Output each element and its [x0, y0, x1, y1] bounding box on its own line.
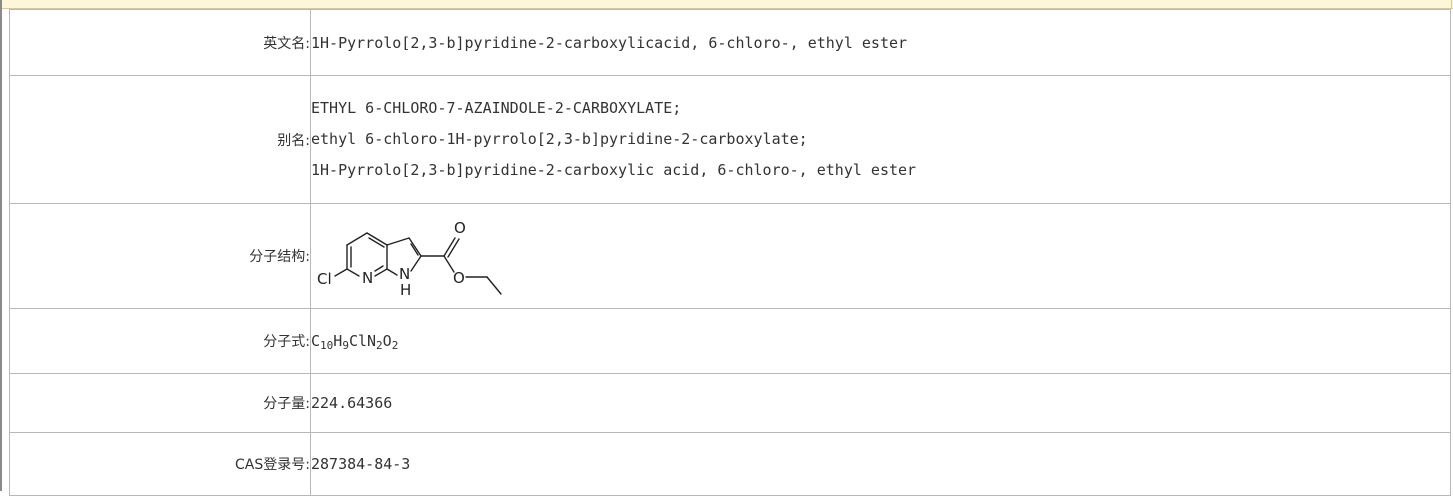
value-cas: 287384-84-3: [310, 432, 1451, 496]
value-formula: C10H9ClN2O2: [310, 308, 1451, 374]
bond: [386, 268, 398, 276]
bond: [486, 276, 502, 295]
value-structure: Cl N N H O O: [310, 203, 1451, 309]
bond-double-inner: [410, 243, 419, 256]
bond: [346, 232, 368, 246]
formula-element: H: [333, 332, 343, 350]
label-structure: 分子结构:: [9, 203, 311, 309]
left-border: [0, 0, 2, 491]
formula-subscript: 9: [342, 339, 349, 352]
bond-carbonyl: [443, 237, 456, 257]
label-formula: 分子式:: [9, 308, 311, 374]
value-aliases: ETHYL 6-CHLORO-7-AZAINDOLE-2-CARBOXYLATE…: [310, 75, 1451, 204]
bond: [374, 268, 388, 277]
label-aliases: 别名:: [9, 75, 311, 204]
value-english-name: 1H-Pyrrolo[2,3-b]pyridine-2-carboxylicac…: [310, 9, 1451, 76]
alias-item: ETHYL 6-CHLORO-7-AZAINDOLE-2-CARBOXYLATE…: [311, 99, 682, 117]
label-formula-text: 分子式:: [263, 334, 310, 350]
atom-n: N: [362, 269, 373, 287]
formula-element: ClN: [348, 332, 377, 350]
bond: [386, 237, 410, 246]
bond: [366, 232, 388, 246]
bond-double-inner: [368, 237, 385, 248]
section-header-band: [0, 0, 1453, 9]
atom-o-carbonyl: O: [454, 219, 466, 237]
label-molecular-weight-text: 分子量:: [263, 396, 310, 412]
label-cas: CAS登录号:: [9, 432, 311, 496]
row-cas: CAS登录号: 287384-84-3: [9, 432, 1451, 496]
compound-info-table: 英文名: 1H-Pyrrolo[2,3-b]pyridine-2-carboxy…: [9, 9, 1451, 496]
bond-double-inner: [374, 265, 384, 272]
row-aliases: 别名: ETHYL 6-CHLORO-7-AZAINDOLE-2-CARBOXY…: [9, 75, 1451, 204]
molecule-drawing: Cl N N H O O: [317, 219, 502, 299]
formula-element: C: [311, 332, 321, 350]
atom-cl: Cl: [317, 270, 332, 288]
label-structure-text: 分子结构:: [249, 249, 310, 265]
structure-image: Cl N N H O O: [311, 207, 1450, 305]
formula-subscript: 10: [320, 339, 334, 352]
label-aliases-text: 别名:: [277, 132, 310, 149]
row-english-name: 英文名: 1H-Pyrrolo[2,3-b]pyridine-2-carboxy…: [9, 9, 1451, 76]
bond-cl: [334, 268, 348, 277]
label-molecular-weight: 分子量:: [9, 373, 311, 433]
row-molecular-weight: 分子量: 224.64366: [9, 373, 1451, 433]
atom-nh-n: N: [399, 265, 410, 283]
atom-nh-h: H: [400, 281, 411, 299]
formula-subscript: 2: [376, 339, 383, 352]
formula-element: O: [382, 332, 392, 350]
bond: [346, 268, 360, 277]
label-english-name: 英文名:: [9, 9, 311, 76]
bond: [443, 255, 455, 273]
row-structure: 分子结构:: [9, 203, 1451, 309]
alias-item: ethyl 6-chloro-1H-pyrrolo[2,3-b]pyridine…: [311, 130, 808, 148]
label-cas-text: CAS登录号:: [235, 457, 310, 473]
formula-subscript: 2: [391, 339, 399, 352]
label-english-name-text: 英文名:: [263, 35, 310, 52]
row-formula: 分子式: C10H9ClN2O2: [9, 308, 1451, 374]
atom-o-ester: O: [453, 269, 465, 287]
bond: [410, 255, 422, 272]
bond-carbonyl-double: [447, 238, 460, 258]
right-border: [1451, 0, 1452, 9]
alias-item: 1H-Pyrrolo[2,3-b]pyridine-2-carboxylic a…: [311, 161, 917, 179]
bond: [408, 237, 422, 257]
value-molecular-weight: 224.64366: [310, 373, 1451, 433]
